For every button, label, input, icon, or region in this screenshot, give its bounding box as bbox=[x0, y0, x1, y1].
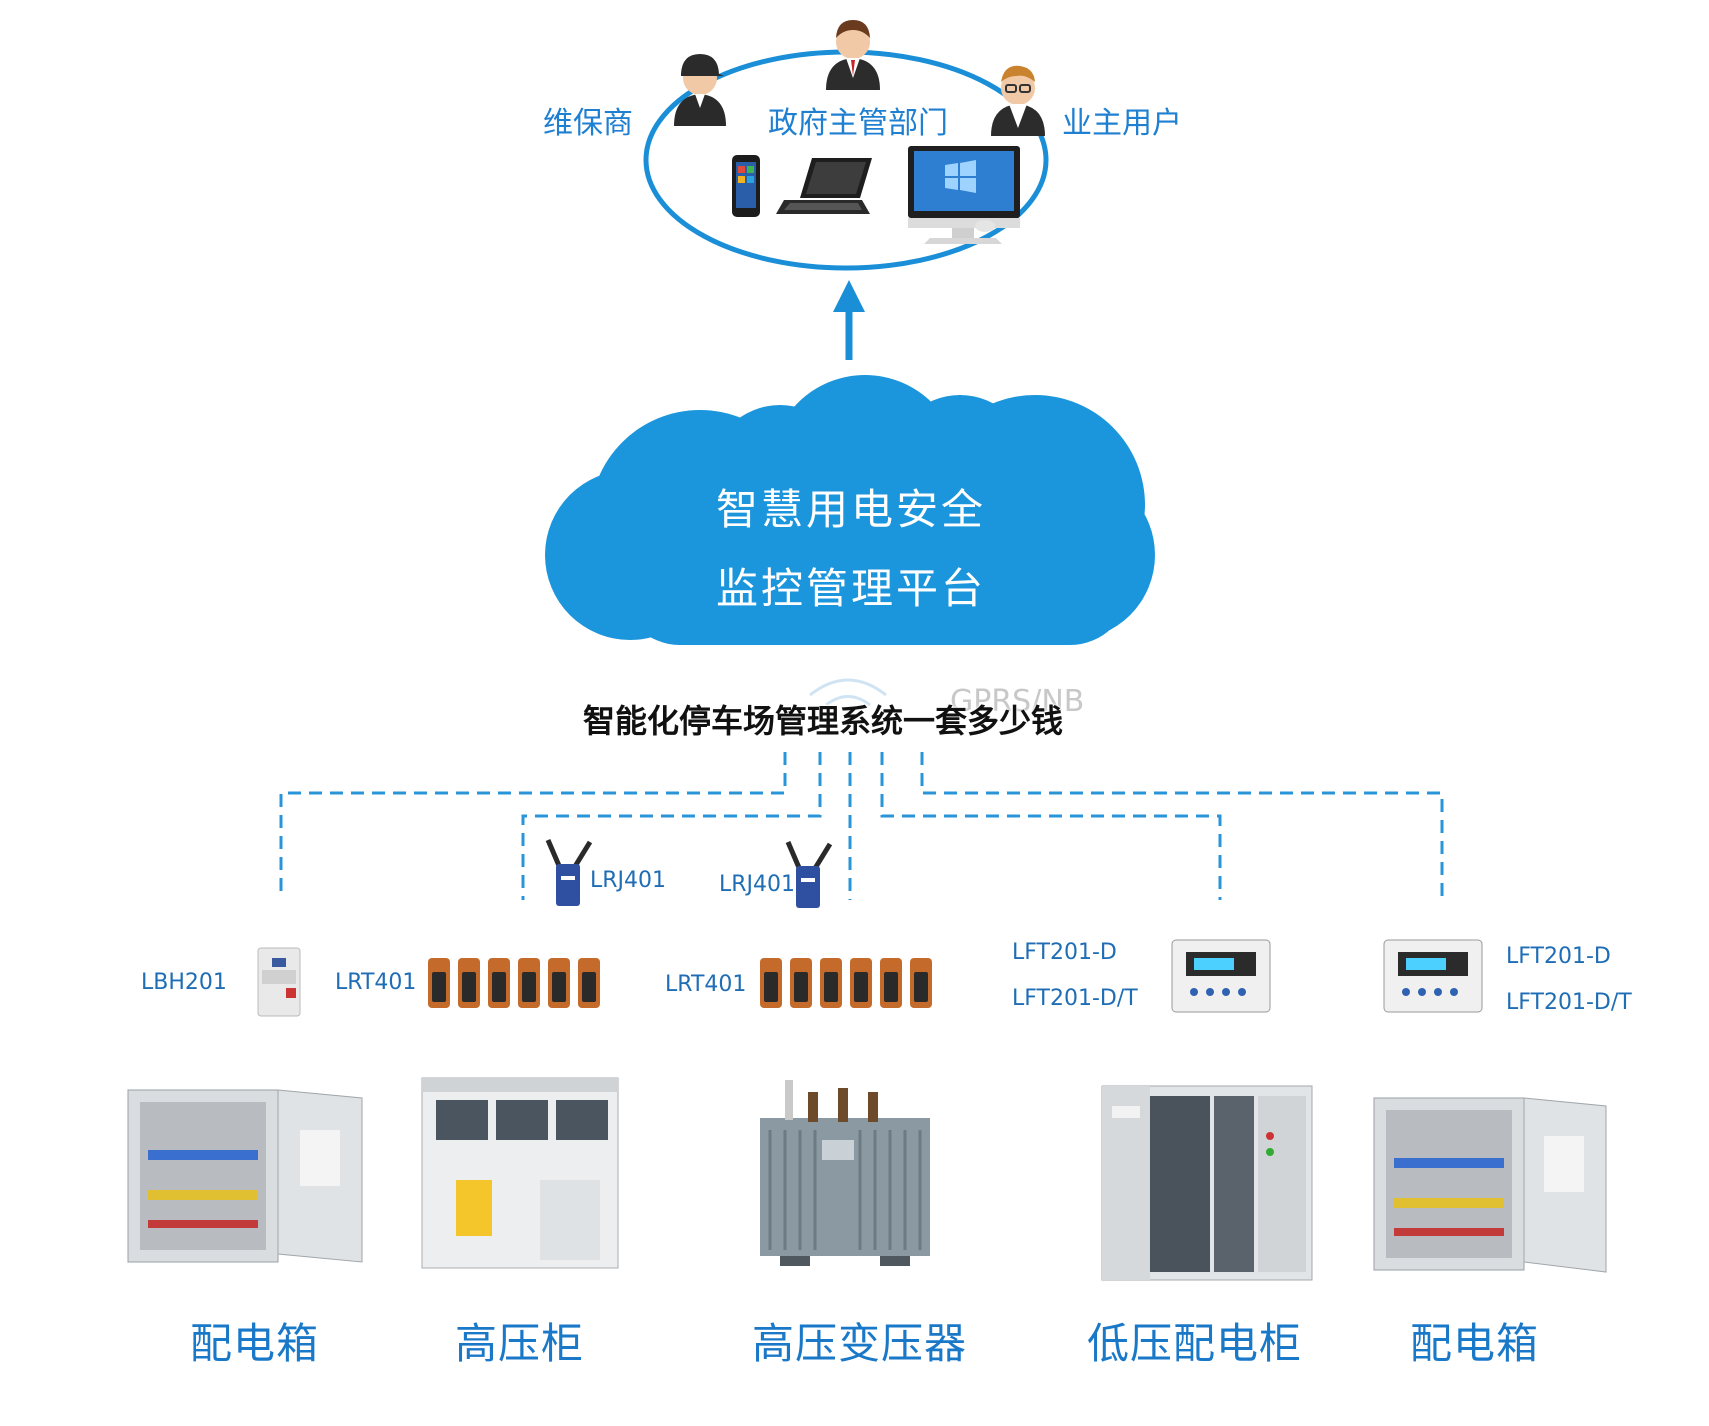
low-voltage-cabinet-icon bbox=[1101, 1085, 1313, 1281]
distribution-box-left-icon bbox=[127, 1089, 363, 1263]
role-label-owner: 业主用户 bbox=[1062, 106, 1182, 141]
lft201-left-icon bbox=[1171, 939, 1271, 1013]
lrt401-left-icon bbox=[428, 958, 600, 1008]
laptop-icon bbox=[776, 158, 872, 214]
equipment-label-low-voltage-cabinet: 低压配电柜 bbox=[1087, 1319, 1303, 1368]
lbh201-icon bbox=[257, 947, 301, 1017]
lft201-left-label-2: LFT201-D/T bbox=[1012, 986, 1138, 1011]
lrj401-left-icon bbox=[545, 839, 593, 906]
desktop-icon bbox=[908, 146, 1020, 244]
lrj401-right-label: LRJ401 bbox=[719, 872, 796, 897]
upload-arrow-head bbox=[833, 280, 865, 312]
transformer-icon bbox=[760, 1080, 930, 1266]
phone-icon bbox=[732, 155, 760, 217]
maintainer-avatar-icon bbox=[674, 54, 726, 126]
equipment-label-high-voltage-cabinet: 高压柜 bbox=[455, 1319, 585, 1368]
lft201-right-icon bbox=[1383, 939, 1483, 1013]
watermark-title: 智能化停车场管理系统一套多少钱 bbox=[583, 702, 1064, 740]
role-label-maintainer: 维保商 bbox=[543, 106, 633, 141]
lft201-right-label-2: LFT201-D/T bbox=[1506, 990, 1632, 1015]
cloud-title-line2: 监控管理平台 bbox=[716, 564, 987, 613]
network-label: GPRS/NB bbox=[950, 684, 1085, 719]
equipment-label-transformer: 高压变压器 bbox=[752, 1319, 968, 1368]
equipment-label-distribution-box-left: 配电箱 bbox=[190, 1319, 320, 1368]
signal-arc bbox=[825, 695, 871, 707]
network-lines bbox=[279, 752, 1444, 900]
lrt401-right-label: LRT401 bbox=[665, 972, 747, 997]
lrt401-left-labels bbox=[432, 972, 596, 1002]
cloud-title-line1: 智慧用电安全 bbox=[716, 485, 987, 534]
equipment-label-distribution-box-right: 配电箱 bbox=[1410, 1319, 1540, 1368]
lrj401-left-label: LRJ401 bbox=[590, 868, 667, 893]
platform-cloud bbox=[545, 375, 1155, 645]
owner-avatar-icon bbox=[991, 65, 1045, 136]
signal-arc bbox=[809, 678, 887, 697]
lrt401-left-label: LRT401 bbox=[335, 970, 417, 995]
lrt401-right-icon bbox=[760, 958, 932, 1008]
high-voltage-cabinet-icon bbox=[421, 1077, 619, 1269]
role-label-government: 政府主管部门 bbox=[768, 106, 948, 141]
lbh201-label: LBH201 bbox=[141, 970, 227, 995]
lft201-left-label-1: LFT201-D bbox=[1012, 940, 1117, 965]
lrj401-right-icon bbox=[785, 841, 833, 908]
government-avatar-icon bbox=[826, 20, 880, 90]
lrt401-right-labels bbox=[764, 972, 928, 1002]
distribution-box-right-icon bbox=[1373, 1097, 1607, 1273]
lft201-right-label-1: LFT201-D bbox=[1506, 944, 1611, 969]
